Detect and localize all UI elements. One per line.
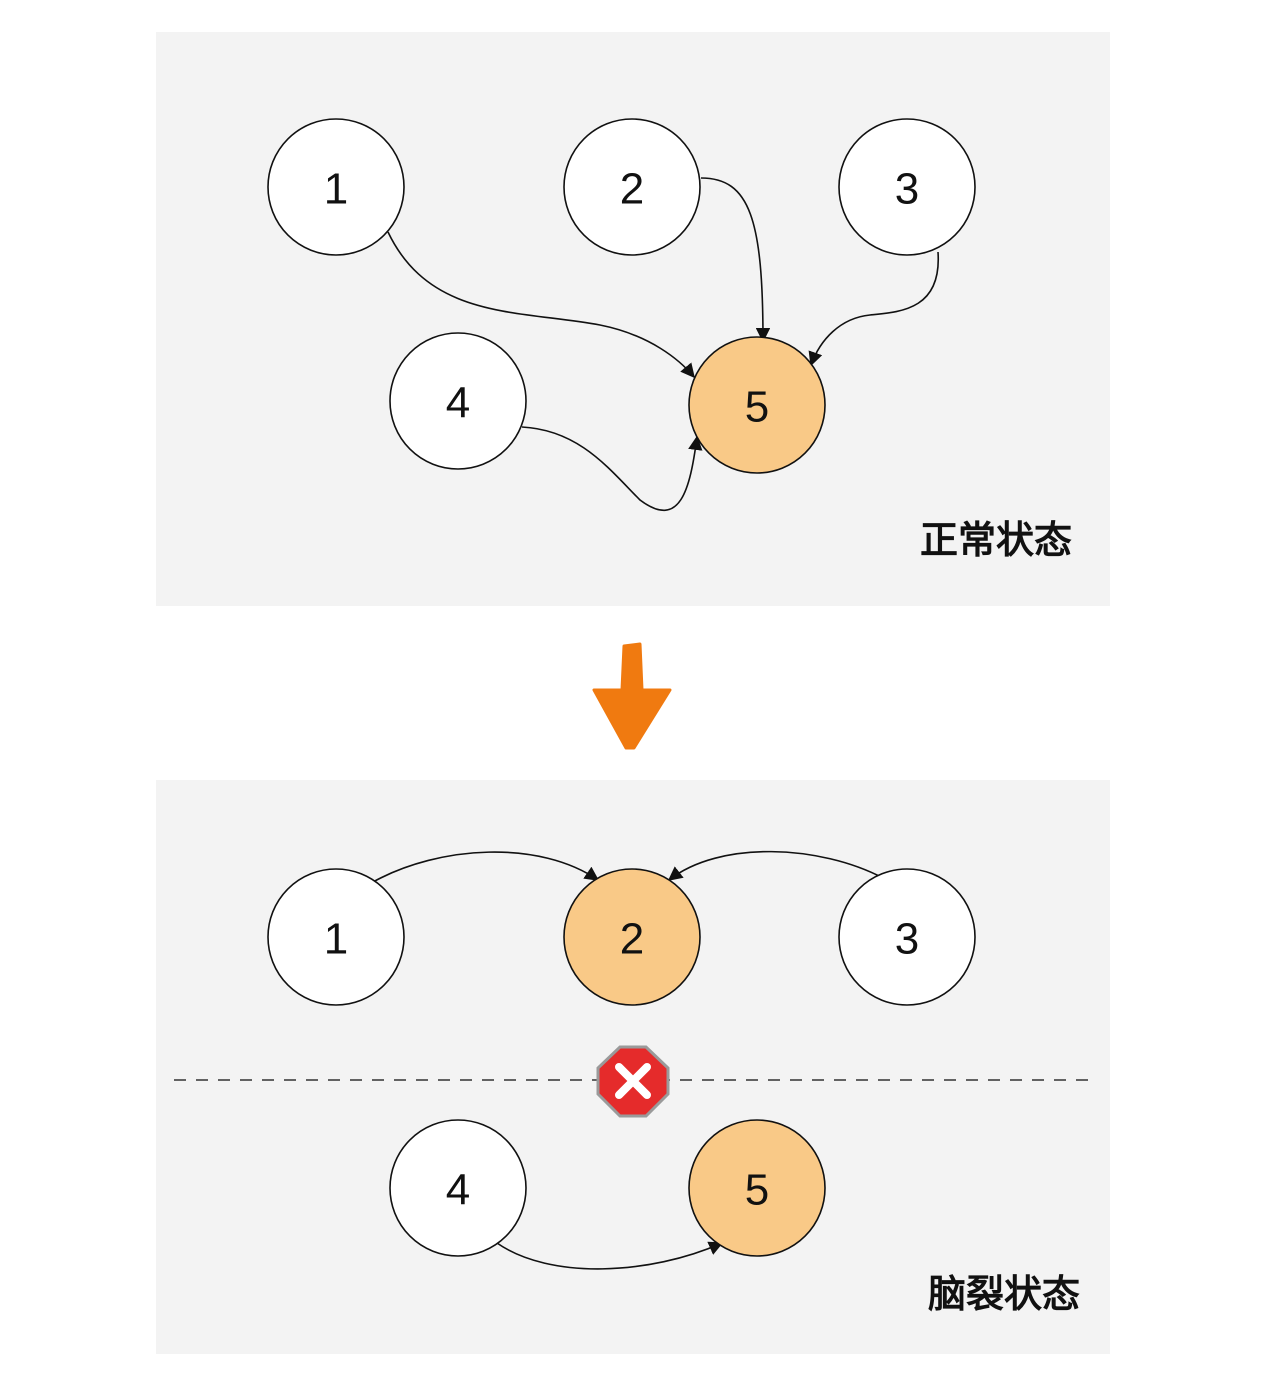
- node-label: 1: [324, 915, 348, 964]
- edge-2-to-5: [700, 177, 771, 343]
- node-4: 4: [389, 1119, 527, 1257]
- node-3: 3: [838, 868, 976, 1006]
- node-label: 3: [895, 915, 919, 964]
- node-circle: [267, 118, 405, 256]
- edge-4-to-5: [521, 426, 703, 512]
- node-circle: [563, 868, 701, 1006]
- node-1: 1: [267, 118, 405, 256]
- node-circle: [688, 1119, 826, 1257]
- normal-state-caption: 正常状态: [920, 518, 1072, 562]
- stop-x-icon: [596, 1045, 670, 1118]
- edge-3-to-2: [667, 850, 884, 881]
- node-2-leader: 2: [563, 868, 701, 1006]
- node-5-leader: 5: [688, 336, 826, 474]
- split-brain-caption: 脑裂状态: [928, 1272, 1080, 1316]
- edge-1-to-5: [387, 231, 695, 379]
- down-arrow-icon: [592, 642, 672, 750]
- node-circle: [389, 1119, 527, 1257]
- edge-3-to-5: [808, 251, 939, 367]
- normal-state-panel: 1 2 3 4 5 正常状态: [156, 32, 1110, 606]
- node-5-leader: 5: [688, 1119, 826, 1257]
- node-label: 5: [745, 383, 769, 432]
- node-circle: [688, 336, 826, 474]
- node-label: 2: [620, 165, 644, 214]
- node-circle: [838, 118, 976, 256]
- node-circle: [838, 868, 976, 1006]
- node-label: 2: [620, 915, 644, 964]
- node-label: 1: [324, 165, 348, 214]
- node-3: 3: [838, 118, 976, 256]
- node-circle: [563, 118, 701, 256]
- split-brain-panel: 1 2 3 4 5 脑裂状态: [156, 780, 1110, 1354]
- node-label: 3: [895, 165, 919, 214]
- edge-4-to-5: [496, 1241, 724, 1270]
- node-label: 4: [446, 379, 470, 428]
- node-circle: [389, 332, 527, 470]
- node-label: 4: [446, 1166, 470, 1215]
- node-2: 2: [563, 118, 701, 256]
- node-circle: [267, 868, 405, 1006]
- node-1: 1: [267, 868, 405, 1006]
- node-label: 5: [745, 1166, 769, 1215]
- node-4: 4: [389, 332, 527, 470]
- edge-1-to-2: [372, 851, 600, 883]
